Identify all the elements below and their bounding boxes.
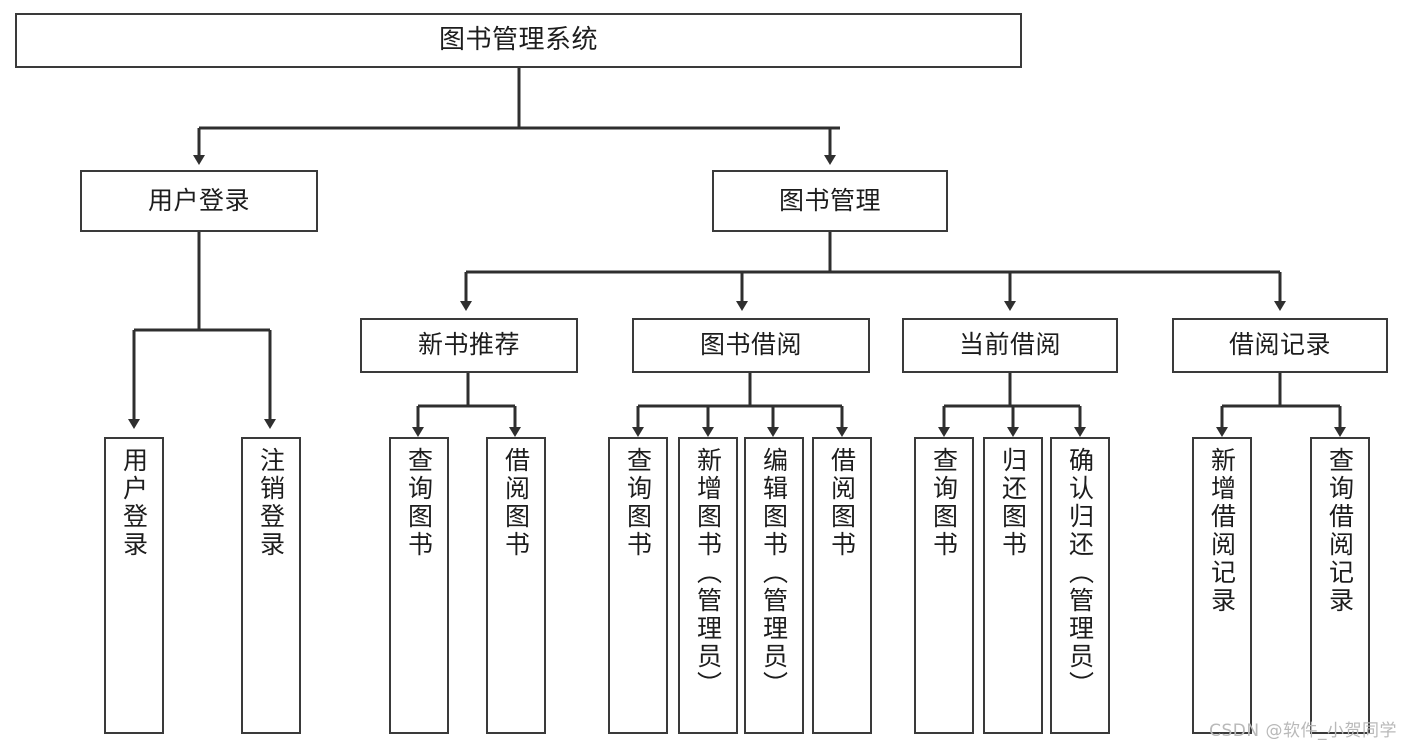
node-borrow-record[interactable]: 借阅记录 <box>1172 318 1388 373</box>
node-label: 注销登录 <box>256 447 286 559</box>
node-label: 查询图书 <box>623 447 653 559</box>
leaf-borrow-add-book-admin[interactable]: 新增图书（管理员） <box>678 437 738 734</box>
node-label: 图书管理系统 <box>438 24 598 55</box>
node-label: 用户登录 <box>119 447 149 559</box>
node-book-borrow[interactable]: 图书借阅 <box>632 318 870 373</box>
leaf-recommend-borrow-book[interactable]: 借阅图书 <box>486 437 546 734</box>
leaf-borrow-edit-book-admin[interactable]: 编辑图书（管理员） <box>744 437 804 734</box>
node-current-borrow[interactable]: 当前借阅 <box>902 318 1118 373</box>
node-new-book-recommend[interactable]: 新书推荐 <box>360 318 578 373</box>
node-label: 确认归还（管理员） <box>1065 447 1095 699</box>
node-label: 新增图书（管理员） <box>693 447 723 699</box>
node-label: 借阅记录 <box>1228 330 1331 360</box>
node-label: 用户登录 <box>147 185 250 215</box>
leaf-record-add-record[interactable]: 新增借阅记录 <box>1192 437 1252 734</box>
leaf-record-query-record[interactable]: 查询借阅记录 <box>1310 437 1370 734</box>
leaf-current-query-book[interactable]: 查询图书 <box>914 437 974 734</box>
leaf-recommend-query-book[interactable]: 查询图书 <box>389 437 449 734</box>
node-label: 图书管理 <box>778 185 881 215</box>
node-book-management[interactable]: 图书管理 <box>712 170 948 232</box>
node-label: 当前借阅 <box>958 330 1061 360</box>
watermark-text: CSDN @软件_小贺同学 <box>1209 721 1397 741</box>
node-label: 编辑图书（管理员） <box>759 447 789 699</box>
node-label: 归还图书 <box>998 447 1028 559</box>
node-root-system[interactable]: 图书管理系统 <box>15 13 1022 68</box>
node-label: 图书借阅 <box>699 330 802 360</box>
leaf-borrow-borrow-book[interactable]: 借阅图书 <box>812 437 872 734</box>
leaf-user-login-signin[interactable]: 用户登录 <box>104 437 164 734</box>
leaf-borrow-query-book[interactable]: 查询图书 <box>608 437 668 734</box>
node-label: 新书推荐 <box>417 330 520 360</box>
leaf-current-confirm-return-admin[interactable]: 确认归还（管理员） <box>1050 437 1110 734</box>
node-label: 查询图书 <box>404 447 434 559</box>
node-label: 借阅图书 <box>501 447 531 559</box>
node-label: 新增借阅记录 <box>1207 447 1237 615</box>
node-user-login[interactable]: 用户登录 <box>80 170 318 232</box>
node-label: 查询图书 <box>929 447 959 559</box>
node-label: 查询借阅记录 <box>1325 447 1355 615</box>
leaf-current-return-book[interactable]: 归还图书 <box>983 437 1043 734</box>
leaf-user-login-signout[interactable]: 注销登录 <box>241 437 301 734</box>
node-label: 借阅图书 <box>827 447 857 559</box>
